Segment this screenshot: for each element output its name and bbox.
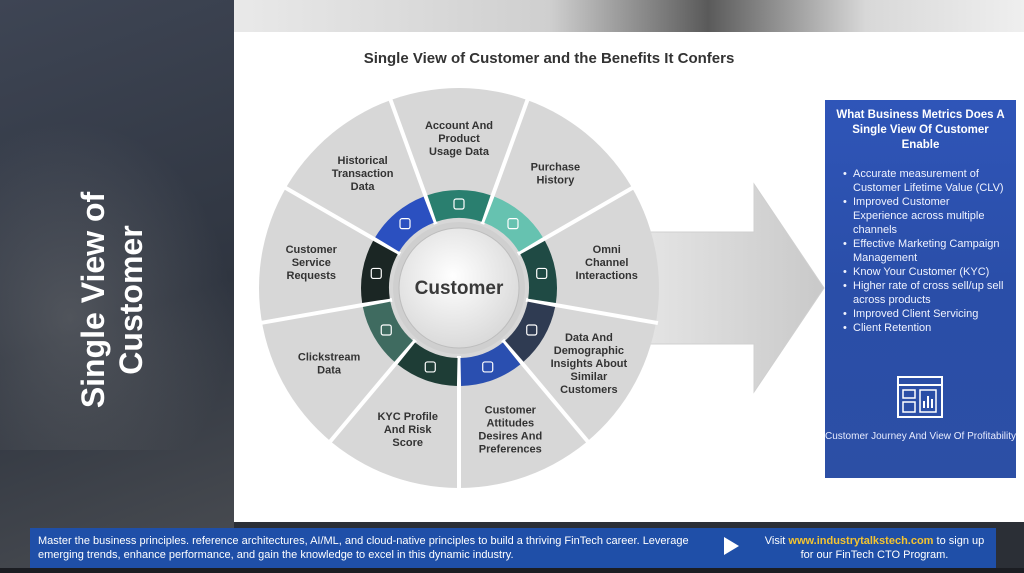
data-table-icon: [453, 198, 465, 210]
center-label: Customer: [415, 278, 504, 299]
arrow-shape: [633, 182, 825, 394]
segment-label-line: Similar: [571, 371, 608, 383]
segment-label-line: Account And: [425, 120, 493, 132]
segment-label-line: Data: [351, 181, 376, 193]
cta-suffix: to sign up for our FinTech CTO Program.: [800, 535, 985, 561]
cta-prefix: Visit: [764, 535, 789, 547]
metric-item: Improved Customer Experience across mult…: [843, 195, 1006, 237]
journey-dashboard-icon: [897, 376, 943, 418]
segment-divider: [388, 97, 438, 225]
segment-divider: [327, 338, 417, 445]
segment-label-line: Score: [392, 437, 423, 449]
metric-item: Effective Marketing Campaign Management: [843, 237, 1006, 265]
slide-title: Single View of Customer and the Benefits…: [363, 50, 735, 67]
promo-cta: Visit www.industrytalkstech.com to sign …: [757, 534, 992, 562]
video-bottom-strip: [0, 568, 1024, 573]
ring-segment: [427, 190, 491, 222]
background-photo: [0, 120, 234, 450]
segment-label-line: Clickstream: [298, 352, 361, 364]
segment-label-line: Customers: [560, 384, 617, 396]
segment-label-line: Transaction: [332, 168, 394, 180]
segment-label-line: Service: [292, 257, 331, 269]
ring-segment: [505, 301, 556, 362]
metric-item: Higher rate of cross sell/up sell across…: [843, 279, 1006, 307]
metrics-title: What Business Metrics Does A Single View…: [836, 109, 1005, 151]
segment-label-line: Interactions: [576, 270, 638, 282]
segment-label-line: Purchase: [531, 162, 581, 174]
metric-item: Client Retention: [843, 321, 1006, 335]
channels-icon: [536, 267, 548, 280]
sidebar-title-line2: Customer: [113, 225, 149, 375]
metric-item: Accurate measurement of Customer Lifetim…: [843, 167, 1006, 195]
segment-label-line: History: [536, 175, 575, 187]
segment-label-line: Customer: [286, 244, 338, 256]
segment-divider: [283, 185, 402, 256]
segment-label-line: Insights About: [551, 358, 628, 370]
hub: [398, 227, 520, 349]
ring-segment: [375, 196, 434, 252]
segment-label-line: Requests: [287, 270, 337, 282]
ring-segment: [520, 240, 557, 303]
segment-label-line: Historical: [338, 155, 388, 167]
network-icon: [526, 324, 538, 336]
segment-label-line: Demographic: [554, 345, 624, 357]
segment-label-line: Channel: [585, 257, 628, 269]
segment-label-line: Omni: [593, 244, 621, 256]
ring-segment: [397, 342, 458, 386]
promo-banner: Master the business principles. referenc…: [30, 528, 996, 568]
segment-label-line: Data And: [565, 332, 613, 344]
segment-label-line: Customer: [485, 404, 537, 416]
transaction-icon: [399, 218, 411, 230]
segment-label-line: Usage Data: [429, 146, 490, 158]
segment-divider: [480, 97, 530, 225]
headset-icon: [370, 267, 382, 280]
promo-message: Master the business principles. referenc…: [38, 535, 689, 561]
metrics-list: Accurate measurement of Customer Lifetim…: [835, 167, 1006, 335]
segment-label-line: And Risk: [384, 424, 433, 436]
metric-item: Know Your Customer (KYC): [843, 265, 1006, 279]
sidebar-title: Single View of Customer: [74, 192, 150, 408]
segment-divider: [516, 185, 635, 256]
video-background-strip: [234, 0, 1024, 32]
play-icon[interactable]: [722, 536, 740, 556]
metrics-panel: What Business Metrics Does A Single View…: [825, 100, 1016, 478]
segment-label-line: Product: [438, 133, 480, 145]
segment-label-line: Data: [317, 365, 342, 377]
promo-link[interactable]: www.industrytalkstech.com: [788, 535, 934, 547]
receipt-icon: [507, 218, 519, 230]
journey-label: Customer Journey And View Of Profitabili…: [825, 431, 1017, 442]
segment-divider: [501, 338, 591, 445]
segment-divider: [525, 297, 659, 326]
segment-label-line: Desires And: [478, 430, 542, 442]
face-icon: [482, 361, 494, 373]
segment-label-line: KYC Profile: [377, 411, 438, 423]
id-card-icon: [424, 361, 436, 373]
segment-label-line: Preferences: [479, 443, 542, 455]
ring-segment: [460, 342, 521, 386]
left-panel: Single View of Customer: [0, 0, 234, 573]
ring-segment: [361, 240, 398, 303]
sidebar-title-line1: Single View of: [75, 191, 111, 409]
cursor-icon: [380, 324, 392, 336]
ring-segment: [484, 196, 543, 252]
metric-item: Improved Client Servicing: [843, 307, 1006, 321]
segment-label-line: Attitudes: [486, 417, 534, 429]
ring-segment: [362, 301, 413, 362]
segment-divider: [259, 297, 393, 326]
